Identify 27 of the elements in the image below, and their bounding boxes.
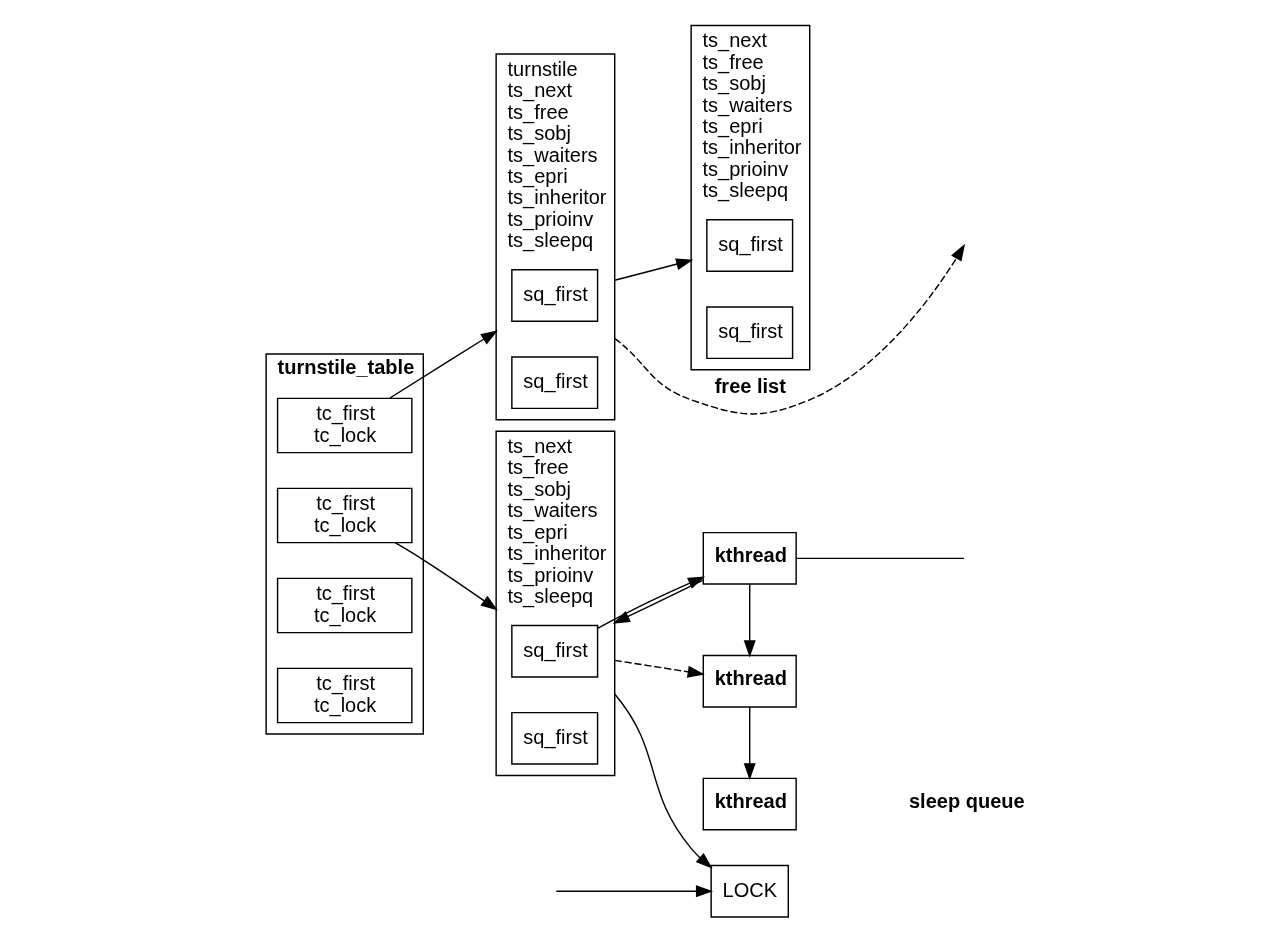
edge-label: free list bbox=[714, 374, 786, 397]
node-box: sq_first bbox=[510, 269, 598, 322]
arrow bbox=[612, 579, 703, 624]
node-box: tc_first tc_lock bbox=[276, 487, 413, 544]
node-box: kthread bbox=[702, 654, 797, 708]
arrow bbox=[388, 330, 498, 399]
arrow bbox=[555, 885, 713, 898]
arrow bbox=[743, 583, 756, 658]
label: sleep queue bbox=[908, 789, 1025, 812]
node-box: kthread bbox=[702, 531, 797, 585]
arrow bbox=[613, 243, 965, 415]
node-box: LOCK bbox=[709, 864, 789, 918]
node-box: sq_first bbox=[510, 711, 598, 765]
arrow bbox=[613, 659, 705, 678]
node-box: sq_first bbox=[705, 219, 793, 272]
connector bbox=[795, 557, 965, 560]
node-box: kthread bbox=[702, 777, 797, 831]
node-box: tc_first tc_lock bbox=[276, 577, 413, 634]
node-box: sq_first bbox=[510, 356, 598, 410]
arrow bbox=[613, 258, 693, 281]
arrow bbox=[613, 693, 713, 869]
arrow bbox=[743, 706, 756, 781]
node-box: sq_first bbox=[510, 624, 598, 678]
node-box: tc_first tc_lock bbox=[276, 667, 413, 724]
arrow bbox=[393, 542, 498, 611]
node-box: sq_first bbox=[705, 306, 793, 360]
node-box: tc_first tc_lock bbox=[276, 397, 413, 454]
